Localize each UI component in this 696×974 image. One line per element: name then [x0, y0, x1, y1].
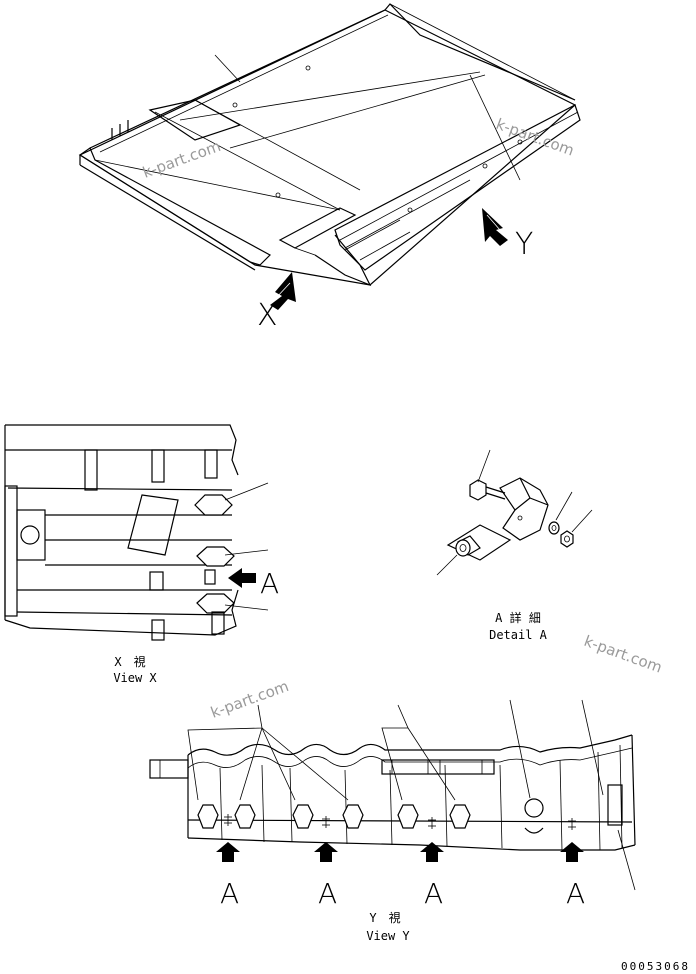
view-y-drawing: A A A A Y 視 View Y: [149, 699, 636, 943]
watermark: k-part.com: [494, 115, 577, 160]
spacer: [436, 535, 481, 576]
watermark: k-part.com: [208, 677, 291, 722]
view-x-drawing: A X 視 View X: [4, 424, 279, 685]
view-y-arrow: [482, 208, 508, 246]
pad: [196, 593, 235, 614]
nut: [560, 509, 593, 548]
right-rail: [334, 104, 581, 271]
watermark: k-part.com: [582, 632, 665, 677]
view-y-caption-jp: Y 視: [369, 910, 400, 925]
view-y-arrow-a-2: [314, 842, 338, 862]
label-a-3: A: [424, 877, 443, 910]
view-y-caption-en: View Y: [366, 929, 410, 943]
bracket: [499, 477, 549, 541]
pad: [194, 494, 233, 516]
view-y-arrow-a-3: [420, 842, 444, 862]
view-x-arrow: [270, 272, 296, 310]
label-a-view-x: A: [260, 567, 279, 600]
label-a-2: A: [318, 877, 337, 910]
drawing-number: 00053068: [621, 960, 690, 973]
label-y: Y: [515, 227, 533, 262]
isometric-assembly: X Y: [78, 3, 581, 333]
view-x-caption-en: View X: [113, 671, 157, 685]
label-x: X: [257, 298, 278, 333]
detail-a-arrow: [228, 568, 256, 588]
watermark: k-part.com: [140, 137, 223, 182]
stub: [149, 759, 189, 779]
view-y-arrow-a-4: [560, 842, 584, 862]
plate: [127, 494, 179, 556]
detail-a-drawing: A 詳 細 Detail A: [436, 449, 593, 642]
bolt: [469, 449, 506, 501]
detail-a-caption-jp: A 詳 細: [495, 610, 541, 625]
step-plate: [278, 207, 357, 249]
pad: [196, 546, 235, 567]
washer: [548, 491, 573, 535]
detail-a-caption-en: Detail A: [489, 628, 548, 642]
view-x-caption-jp: X 視: [114, 654, 145, 669]
label-a-1: A: [220, 877, 239, 910]
view-y-arrow-a-1: [216, 842, 240, 862]
label-a-4: A: [566, 877, 585, 910]
